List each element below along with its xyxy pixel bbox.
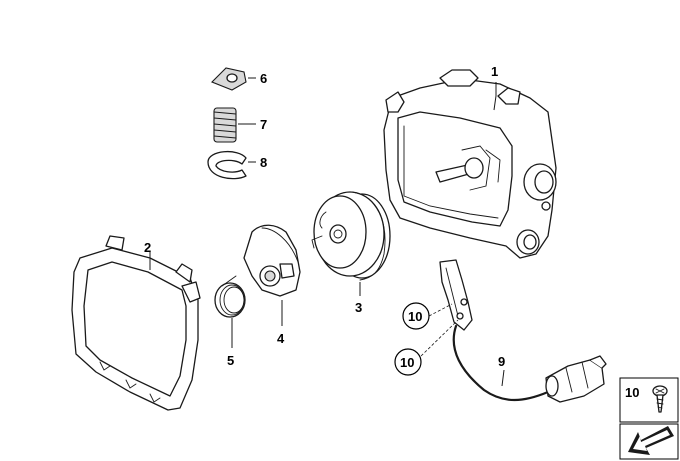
part-8-circlip[interactable] [207, 151, 247, 180]
label-part-7: 7 [260, 117, 267, 132]
label-part-3: 3 [355, 300, 362, 315]
label-part-8: 8 [260, 155, 267, 170]
part-7-compression-spring[interactable] [213, 107, 237, 143]
direction-arrow-icon [619, 423, 679, 460]
label-part-10-lower: 10 [400, 355, 414, 370]
callout-10-lower[interactable]: 10 [394, 348, 422, 376]
label-part-1: 1 [491, 64, 498, 79]
part-1-actuator-housing[interactable] [383, 69, 557, 259]
leader-1 [493, 82, 497, 111]
leader-10-lower [420, 319, 459, 357]
label-part-4: 4 [277, 331, 285, 346]
label-part-10-upper: 10 [408, 309, 422, 324]
part-5-torsion-spring[interactable] [214, 275, 246, 318]
label-part-5: 5 [227, 353, 234, 368]
label-part-9: 9 [498, 354, 505, 369]
legend-part-10-box[interactable]: 10 [619, 377, 679, 423]
label-part-6: 6 [260, 71, 267, 86]
leader-9 [501, 369, 505, 387]
part-9-sensor-cable[interactable] [439, 259, 607, 403]
label-part-2: 2 [144, 240, 151, 255]
part-6-washer-plate[interactable] [211, 67, 247, 91]
legend-label-part-10: 10 [625, 385, 639, 400]
part-4-lever-disc[interactable] [243, 224, 301, 297]
leader-10-upper [428, 303, 453, 317]
screw-icon [652, 385, 668, 413]
part-2-gasket-frame[interactable] [71, 235, 201, 411]
part-3-pulley-drum[interactable] [311, 191, 391, 281]
callout-10-upper[interactable]: 10 [402, 302, 430, 330]
